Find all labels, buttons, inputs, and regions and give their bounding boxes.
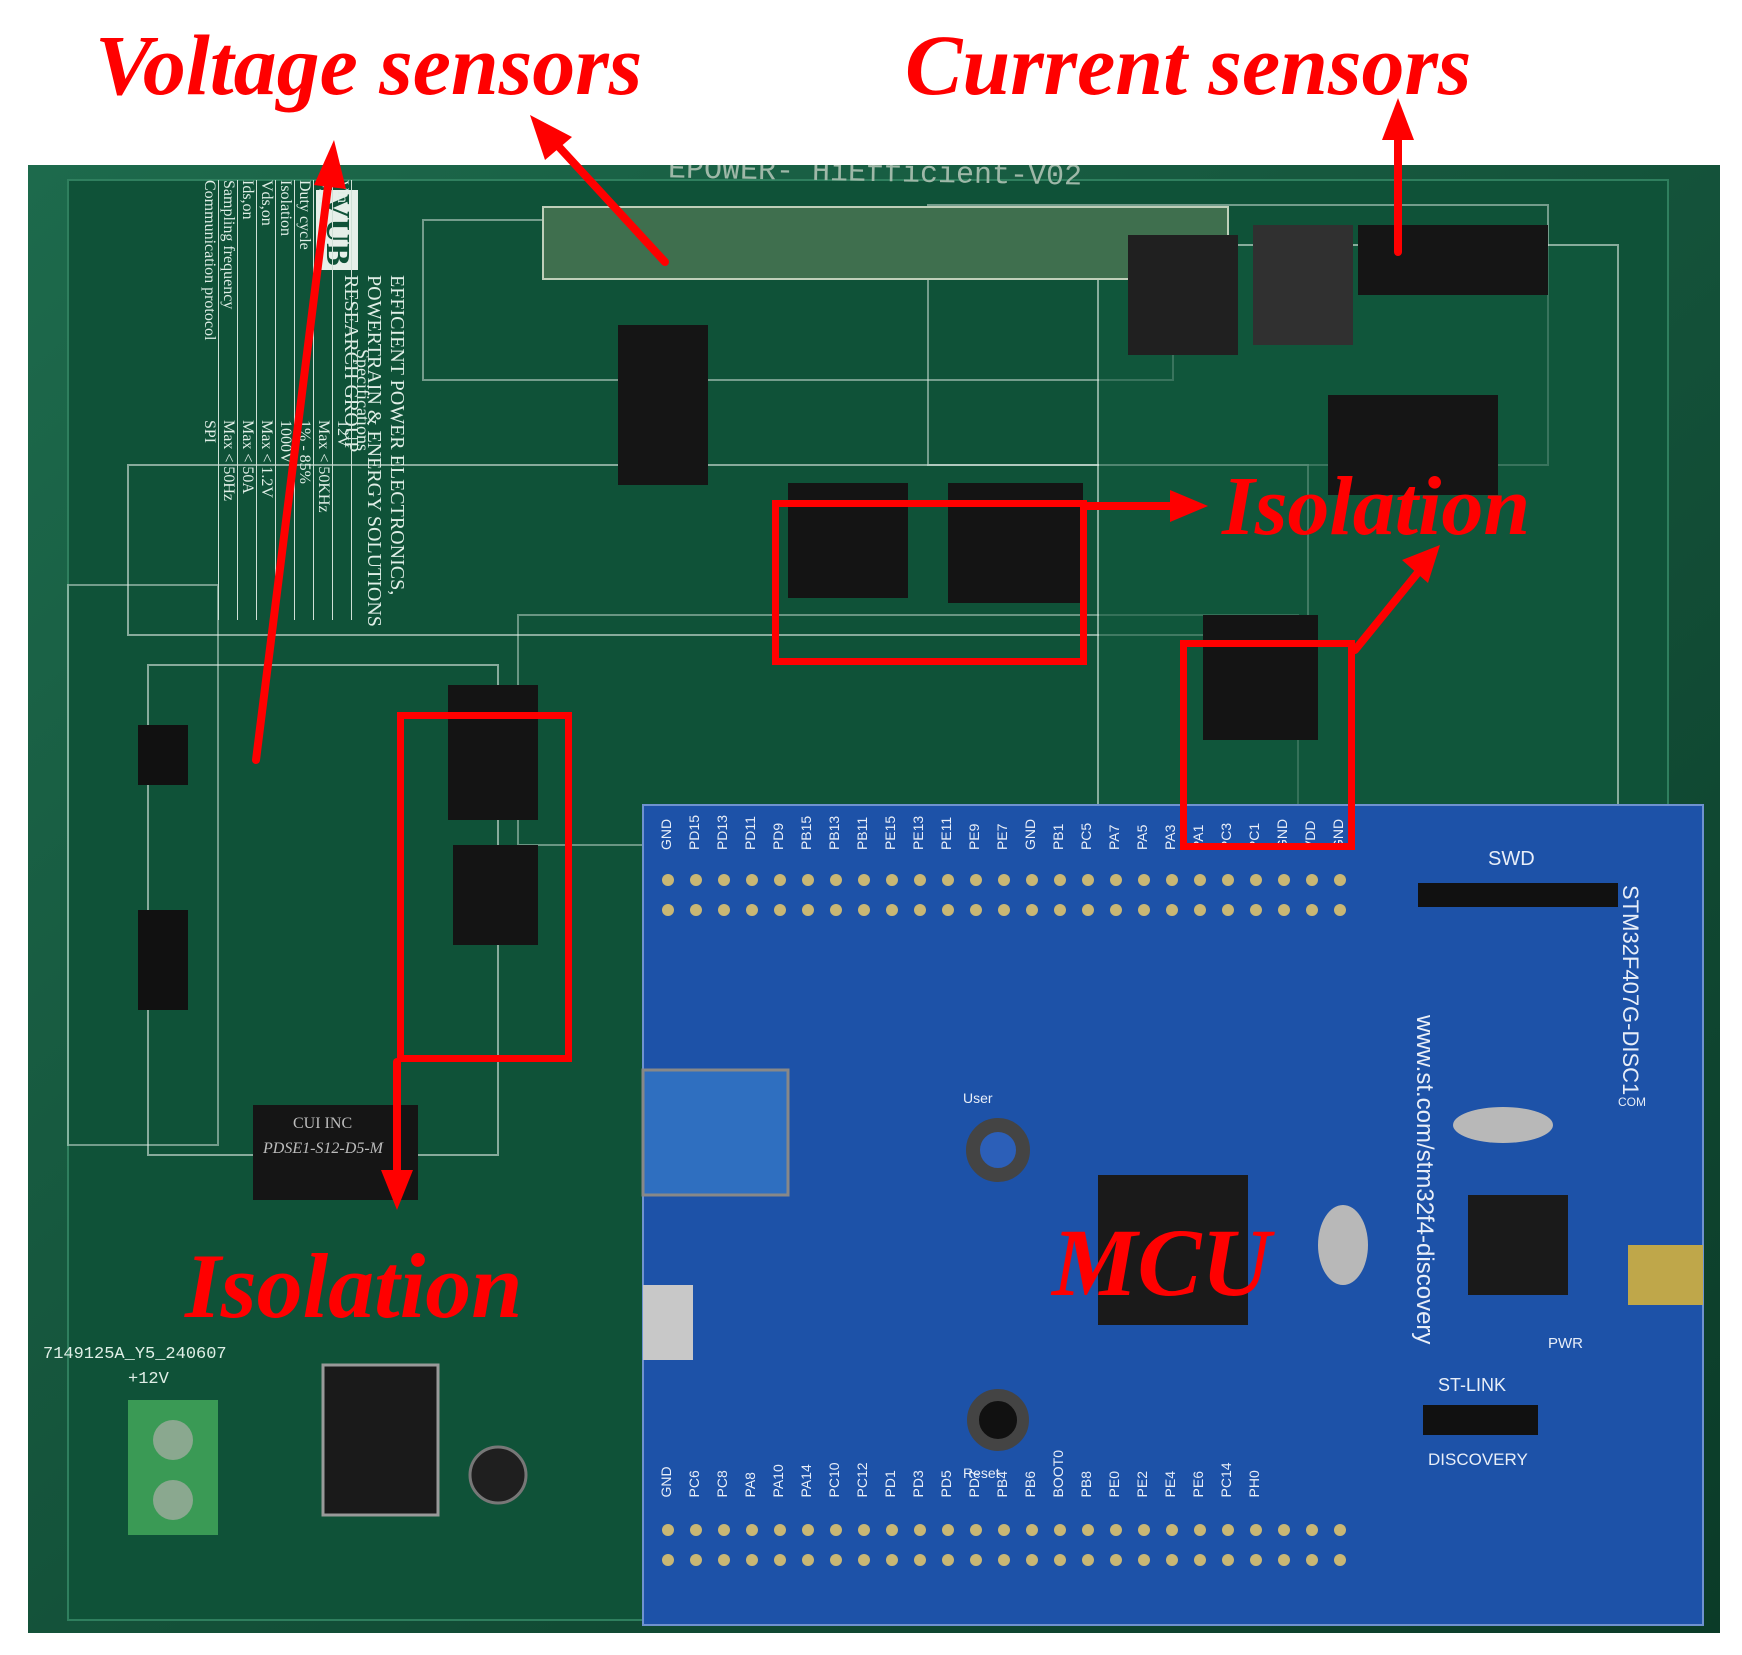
spec-param: Communication protocol [201, 180, 218, 341]
spec-value: 1000V [277, 420, 294, 464]
isolation-box-left [397, 712, 572, 1062]
mcu-board-url: www.st.com/stm32f4-discovery [1411, 1015, 1438, 1345]
dcdc-part: PDSE1-S12-D5-M [263, 1140, 383, 1157]
mcu-board-name: STM32F407G-DISC1 [1618, 885, 1643, 1096]
pin-label: PD7 [966, 1470, 982, 1498]
pin-label: PC12 [854, 1462, 870, 1498]
pin-label: GND [1022, 818, 1038, 851]
pin-label: PC10 [826, 1462, 842, 1498]
pin-label: PA8 [742, 1472, 758, 1498]
pin-label: PB13 [826, 815, 842, 851]
pin-label: PE7 [994, 823, 1010, 851]
pin-label: PB15 [798, 815, 814, 851]
part-code: 7149125A_Y5_240607 [43, 1345, 227, 1364]
spec-value: Max < 50KHz [315, 420, 332, 513]
pin-label: PD13 [714, 815, 730, 851]
pin-label: PC14 [1218, 1462, 1234, 1498]
spec-value: Max < 1.2V [258, 420, 275, 498]
pin-label: PD11 [742, 816, 758, 851]
pin-label: PB1 [1050, 823, 1066, 851]
pin-label: PH0 [1246, 1470, 1262, 1498]
pin-label: PC5 [1078, 822, 1094, 851]
pin-label: PB8 [1078, 1471, 1094, 1498]
reset-button-label: Reset [963, 1465, 1000, 1481]
current-sensors-label: Current sensors [905, 17, 1472, 113]
pin-label: PA5 [1134, 824, 1150, 851]
isolation-box-right [1180, 640, 1355, 850]
com-label: COM [1618, 1095, 1646, 1109]
dcdc-brand: CUI INC [293, 1115, 353, 1132]
isolation-box-center [772, 500, 1087, 665]
pin-label: PD3 [910, 1470, 926, 1498]
spec-param: Isolation [277, 180, 294, 236]
pin-label: BOOT0 [1050, 1450, 1066, 1498]
pcb-photo: EPOWER- HiEfficient-V02 VUB EFFICIENT PO… [28, 165, 1720, 1633]
spec-param: Vin [334, 180, 351, 204]
spec-value: SPI [201, 420, 218, 444]
spec-value: Max < 50A [239, 420, 256, 494]
pin-label: PE4 [1162, 1471, 1178, 1498]
pin-label: PD9 [770, 822, 786, 851]
user-button-label: User [963, 1090, 993, 1106]
spec-param: Fsw [315, 180, 332, 207]
spec-param: Duty cycle [296, 180, 313, 250]
pin-label: GND [658, 818, 674, 851]
st-link-label: ST-LINK [1438, 1375, 1507, 1395]
pin-label: PC6 [686, 1470, 702, 1498]
pin-label: PA7 [1106, 824, 1122, 851]
voltage-sensors-label: Voltage sensors [95, 17, 643, 113]
spec-value: Max < 50Hz [220, 420, 237, 502]
supply-label: +12V [128, 1370, 169, 1389]
header-bottom-labels: GND PC6 PC8 PA8 PA10 PA14 PC10 PC12 PD1 … [658, 1450, 1265, 1497]
pin-label: PE9 [966, 823, 982, 851]
pin-label: PB11 [854, 816, 870, 851]
pin-label: PA3 [1162, 824, 1178, 851]
pin-label: PE11 [938, 816, 954, 851]
spec-value: 12V [334, 420, 351, 448]
arrowhead-voltage-right [530, 115, 572, 160]
pin-label: PA14 [798, 1464, 814, 1498]
mcu-label: MCU [1052, 1209, 1271, 1316]
pin-label: PE15 [882, 815, 898, 851]
pin-label: PD5 [938, 1470, 954, 1498]
pin-label: PC8 [714, 1470, 730, 1498]
pin-label: PE13 [910, 815, 926, 851]
pin-label: PB4 [994, 1471, 1010, 1498]
pin-label: PE2 [1134, 1471, 1150, 1498]
pin-label: PE6 [1190, 1471, 1206, 1498]
pin-label: PA10 [770, 1464, 786, 1498]
spec-param: Vds,on [258, 180, 275, 226]
isolation-label-left: Isolation [185, 1235, 523, 1337]
pin-label: PD1 [882, 1470, 898, 1498]
spec-value: 1% - 85% [296, 420, 313, 484]
spec-param: Ids,on [239, 180, 256, 220]
pin-label: GND [658, 1466, 674, 1498]
specs-heading: Specifications [353, 349, 373, 451]
discovery-label: DISCOVERY [1428, 1450, 1528, 1469]
spec-param: Sampling frequency [220, 180, 237, 310]
swd-label: SWD [1488, 848, 1535, 870]
pin-label: PB6 [1022, 1471, 1038, 1498]
isolation-label-right: Isolation [1222, 460, 1531, 553]
group-line-1: EFFICIENT POWER ELECTRONICS, [386, 275, 408, 596]
pcb-artwork [28, 165, 1720, 1633]
pin-label: PD15 [686, 815, 702, 851]
pwr-label: PWR [1548, 1335, 1583, 1352]
pin-label: PE0 [1106, 1471, 1122, 1498]
